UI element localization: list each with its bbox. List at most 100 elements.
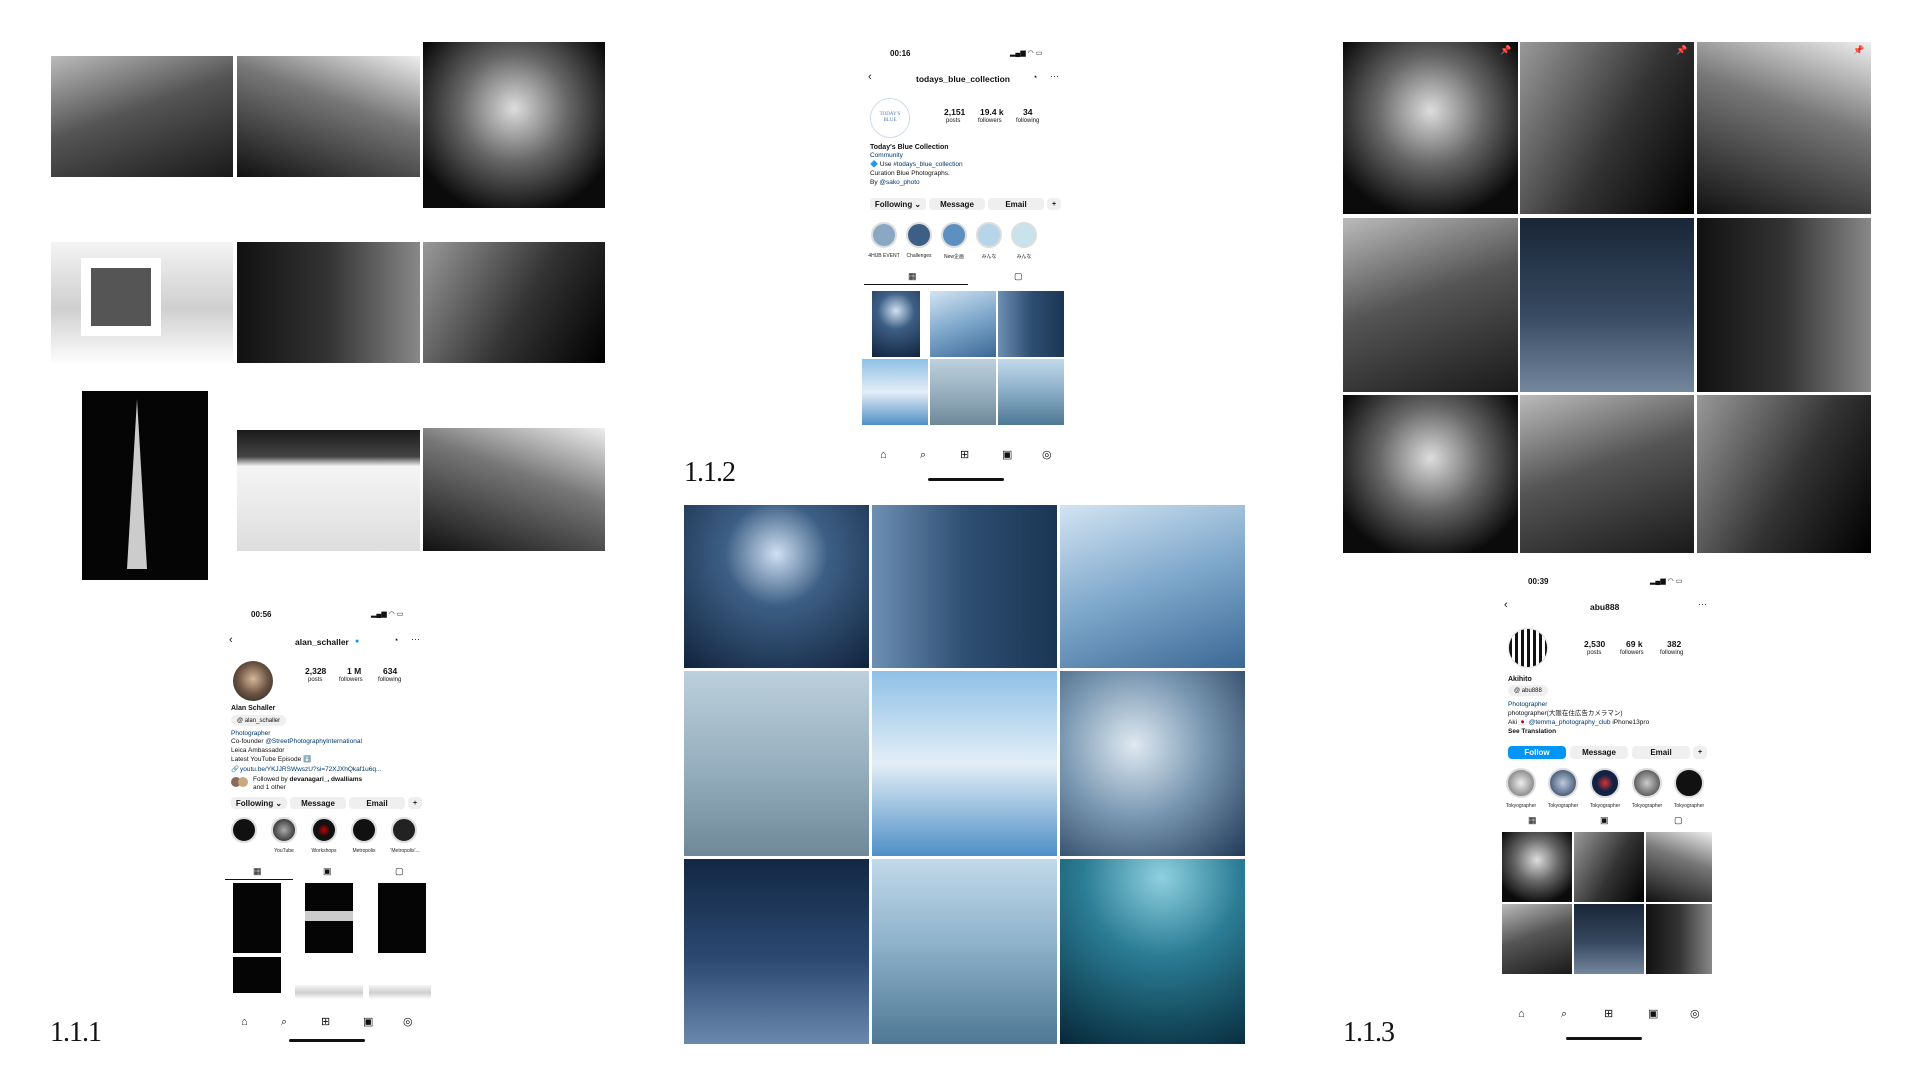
photo-crowd-fans[interactable]	[237, 56, 420, 177]
reels-icon[interactable]: ▣	[323, 866, 332, 876]
photo-round-window-dancer[interactable]	[1343, 42, 1518, 214]
photo-tunnel-bridge[interactable]	[1343, 395, 1518, 553]
post-thumb[interactable]	[1502, 904, 1572, 974]
highlight-1[interactable]	[871, 222, 897, 248]
followed-by-more[interactable]: and 1 other	[253, 784, 286, 791]
add-person-icon[interactable]: +	[1047, 198, 1061, 210]
tagged-icon[interactable]: ▢	[1014, 271, 1023, 281]
highlight-4[interactable]	[1632, 768, 1662, 798]
photo-museum-walkers[interactable]	[423, 428, 605, 551]
stat-followers-label[interactable]: followers	[978, 118, 1002, 124]
reels-icon[interactable]: ▣	[1600, 815, 1609, 825]
search-icon[interactable]: ⌕	[1561, 1008, 1568, 1020]
bell-icon[interactable]: ◔	[393, 635, 399, 645]
photo-aquarium-fish[interactable]	[1060, 859, 1245, 1044]
highlight-5[interactable]	[1674, 768, 1704, 798]
highlight-2[interactable]	[1548, 768, 1578, 798]
photo-water-ripple[interactable]	[1060, 671, 1245, 856]
bio-hashtag-link[interactable]: #todays_blue_collection	[893, 161, 963, 168]
post-thumb[interactable]	[233, 883, 281, 953]
chevron-left-icon[interactable]: ‹	[868, 71, 872, 83]
see-translation-link[interactable]: See Translation	[1508, 728, 1557, 735]
email-button[interactable]: Email	[349, 797, 405, 809]
tagged-icon[interactable]: ▢	[395, 866, 404, 876]
highlight-1[interactable]	[231, 817, 257, 843]
post-thumb[interactable]	[930, 359, 996, 425]
post-thumb[interactable]	[930, 291, 996, 357]
photo-alley-dancer[interactable]	[1343, 218, 1518, 392]
photo-sky-tower[interactable]	[872, 671, 1057, 856]
stat-following-label[interactable]: following	[378, 677, 402, 683]
stat-following-label[interactable]: following	[1016, 118, 1040, 124]
highlight-3[interactable]	[311, 817, 337, 843]
more-icon[interactable]: ···	[1698, 599, 1707, 609]
highlight-2[interactable]	[906, 222, 932, 248]
profile-avatar[interactable]: TODAY'S BLUE	[870, 98, 910, 138]
photo-lanterns-bottle[interactable]	[684, 859, 869, 1044]
more-icon[interactable]: ···	[411, 634, 420, 644]
post-thumb[interactable]	[233, 957, 281, 993]
photo-moon-couple[interactable]	[684, 505, 869, 668]
photo-aerial-rooftop[interactable]	[51, 242, 233, 363]
reels-icon[interactable]: ▣	[1002, 449, 1013, 461]
highlight-4[interactable]	[976, 222, 1002, 248]
photo-skyscraper-balcony[interactable]	[423, 42, 605, 208]
profile-icon[interactable]: ◎	[1042, 449, 1052, 461]
profile-icon[interactable]: ◎	[403, 1016, 413, 1028]
photo-dotted-light-walker[interactable]	[1520, 42, 1694, 214]
photo-curved-stairs[interactable]	[1520, 395, 1694, 553]
message-button[interactable]: Message	[929, 198, 985, 210]
highlight-1[interactable]	[1506, 768, 1536, 798]
post-thumb[interactable]	[872, 291, 920, 357]
highlight-3[interactable]	[1590, 768, 1620, 798]
photo-lighthouse-waves[interactable]	[872, 859, 1057, 1044]
stat-following-value[interactable]: 634	[383, 666, 398, 676]
bio-mention-link[interactable]: @temma_photography_club	[1528, 719, 1611, 726]
post-thumb[interactable]	[1646, 832, 1712, 902]
search-icon[interactable]: ⌕	[920, 449, 927, 461]
tagged-icon[interactable]: ▢	[1674, 815, 1683, 825]
add-icon[interactable]: ⊞	[321, 1016, 331, 1028]
following-button[interactable]: Following ⌄	[231, 797, 287, 809]
photo-spiral-ceiling[interactable]	[1697, 395, 1871, 553]
photo-rocks-shore[interactable]	[1697, 218, 1871, 392]
follow-button[interactable]: Follow	[1508, 746, 1566, 759]
stat-followers-label[interactable]: followers	[339, 677, 363, 683]
home-icon[interactable]: ⌂	[880, 449, 887, 461]
home-icon[interactable]: ⌂	[1518, 1008, 1525, 1020]
stat-followers-value[interactable]: 1 M	[347, 666, 362, 676]
post-thumb[interactable]	[862, 359, 928, 425]
grid-icon[interactable]: ▦	[253, 866, 262, 876]
photo-silhouette-wall[interactable]	[237, 242, 420, 363]
highlight-5[interactable]	[1011, 222, 1037, 248]
photo-flooded-street[interactable]	[1520, 218, 1694, 392]
photo-blue-corridor[interactable]	[872, 505, 1057, 668]
grid-icon[interactable]: ▦	[1528, 815, 1537, 825]
add-person-icon[interactable]: +	[1693, 746, 1707, 759]
post-thumb[interactable]	[378, 883, 426, 953]
post-thumb[interactable]	[998, 291, 1064, 357]
bell-icon[interactable]: ◔	[1032, 72, 1038, 82]
post-thumb[interactable]	[305, 883, 353, 953]
photo-stairs[interactable]	[51, 56, 233, 177]
grid-icon[interactable]: ▦	[908, 271, 917, 281]
stat-followers-label[interactable]: followers	[1620, 650, 1644, 656]
threads-badge[interactable]: @ abu888	[1508, 685, 1548, 696]
stat-following-value[interactable]: 34	[1023, 107, 1033, 117]
post-thumb[interactable]	[369, 985, 431, 999]
profile-link[interactable]: youtu.be/YKJJRSWwszU?si=72XJXhQkaf1u6q..…	[240, 766, 382, 773]
reels-icon[interactable]: ▣	[363, 1016, 374, 1028]
stat-followers-value[interactable]: 19.4 k	[980, 107, 1004, 117]
threads-badge[interactable]: @ alan_schaller	[231, 715, 287, 726]
email-button[interactable]: Email	[1632, 746, 1690, 759]
stat-followers-value[interactable]: 69 k	[1626, 639, 1643, 649]
bio-mention-link[interactable]: @sako_photo	[879, 179, 920, 186]
email-button[interactable]: Email	[988, 198, 1044, 210]
highlight-3[interactable]	[941, 222, 967, 248]
post-thumb[interactable]	[1502, 832, 1572, 902]
profile-avatar[interactable]	[233, 661, 273, 701]
highlight-4[interactable]	[351, 817, 377, 843]
message-button[interactable]: Message	[290, 797, 346, 809]
chevron-left-icon[interactable]: ‹	[1504, 599, 1508, 611]
chevron-left-icon[interactable]: ‹	[229, 634, 233, 646]
